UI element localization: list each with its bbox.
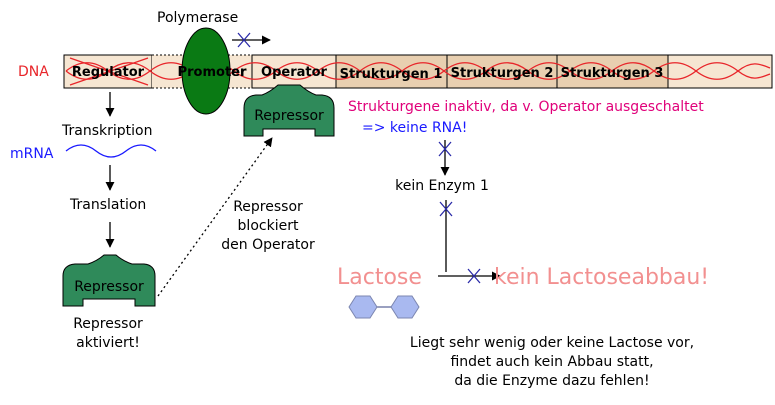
lactose-label: Lactose xyxy=(337,265,422,290)
keine-rna-note: => keine RNA! xyxy=(362,120,467,136)
repressor-aktiviert-line1: Repressor xyxy=(73,316,143,332)
blocked-transcription-arrow xyxy=(232,32,271,48)
strukturgene-inaktiv-note: Strukturgene inaktiv, da v. Operator aus… xyxy=(348,99,704,115)
label-promoter-over: Promoter xyxy=(178,65,247,80)
dna-label: DNA xyxy=(18,64,49,80)
repressor-free: Repressor xyxy=(62,254,156,307)
lactose-molecule-icon xyxy=(348,295,420,319)
footer-line1: Liegt sehr wenig oder keine Lactose vor, xyxy=(410,335,694,351)
label-operator: Operator xyxy=(261,65,328,80)
polymerase-label: Polymerase xyxy=(157,10,238,26)
footer-line3: da die Enzyme dazu fehlen! xyxy=(454,373,649,389)
repressor-bound: Repressor xyxy=(243,84,335,137)
segment-end xyxy=(667,54,773,89)
repressor-blockiert-line2: blockiert xyxy=(238,218,299,234)
translation-label: Translation xyxy=(69,197,146,213)
label-strukturgen-3: Strukturgen 3 xyxy=(561,66,664,81)
footer-line2: findet auch kein Abbau statt, xyxy=(450,354,653,370)
polymerase-shape xyxy=(181,27,231,115)
repressor-free-label: Repressor xyxy=(74,279,144,295)
repressor-aktiviert-line2: aktiviert! xyxy=(76,335,140,351)
segment-operator xyxy=(251,54,337,89)
mrna-wave xyxy=(65,144,157,158)
segment-strukturgen-2 xyxy=(446,54,558,89)
transkription-label: Transkription xyxy=(61,123,152,139)
dotted-binding-arrow xyxy=(157,137,273,297)
repressor-blockiert-line1: Repressor xyxy=(233,199,303,215)
kein-enzym-label: kein Enzym 1 xyxy=(395,178,489,194)
label-regulator: Regulator xyxy=(72,65,145,80)
kein-lactoseabbau-label: kein Lactoseabbau! xyxy=(494,265,709,290)
repressor-blockiert-line3: den Operator xyxy=(221,237,315,253)
dna-strand: Regulator Promoter Operator Strukturgen … xyxy=(63,54,773,89)
mrna-label: mRNA xyxy=(10,146,54,162)
label-strukturgen-1: Strukturgen 1 xyxy=(340,67,443,82)
label-strukturgen-2: Strukturgen 2 xyxy=(451,66,554,81)
repressor-bound-label: Repressor xyxy=(254,108,324,124)
